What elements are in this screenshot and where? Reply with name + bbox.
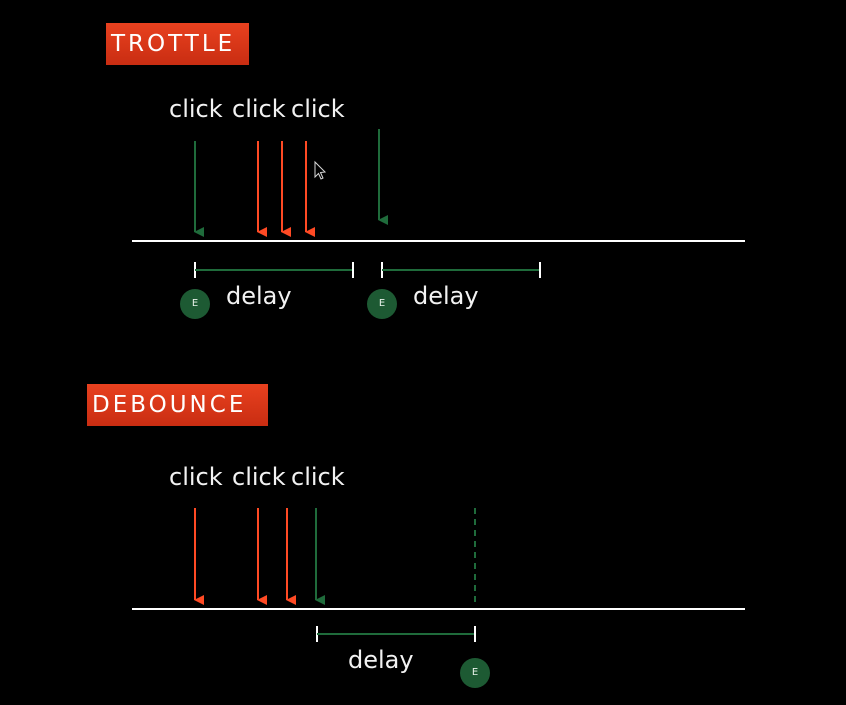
debounce-event-marker: E — [460, 658, 490, 688]
debounce-title: DEBOUNCE — [87, 384, 268, 426]
throttle-delay-label-1: delay — [226, 282, 292, 310]
throttle-delay-span-2 — [381, 262, 541, 278]
throttle-event-marker-1: E — [180, 289, 210, 319]
debounce-delay-label: delay — [348, 646, 414, 674]
throttle-click-label-3: click — [291, 95, 345, 123]
throttle-event-marker-2: E — [367, 289, 397, 319]
debounce-click-label-2: click — [232, 463, 286, 491]
throttle-click-label-2: click — [232, 95, 286, 123]
debounce-click-label-1: click — [169, 463, 223, 491]
mouse-pointer-icon — [314, 160, 327, 180]
throttle-delay-label-2: delay — [413, 282, 479, 310]
throttle-click-label-1: click — [169, 95, 223, 123]
throttle-delay-span-1 — [194, 262, 354, 278]
debounce-delay-span — [316, 626, 476, 642]
throttle-title: TROTTLE — [106, 23, 249, 65]
debounce-click-label-3: click — [291, 463, 345, 491]
